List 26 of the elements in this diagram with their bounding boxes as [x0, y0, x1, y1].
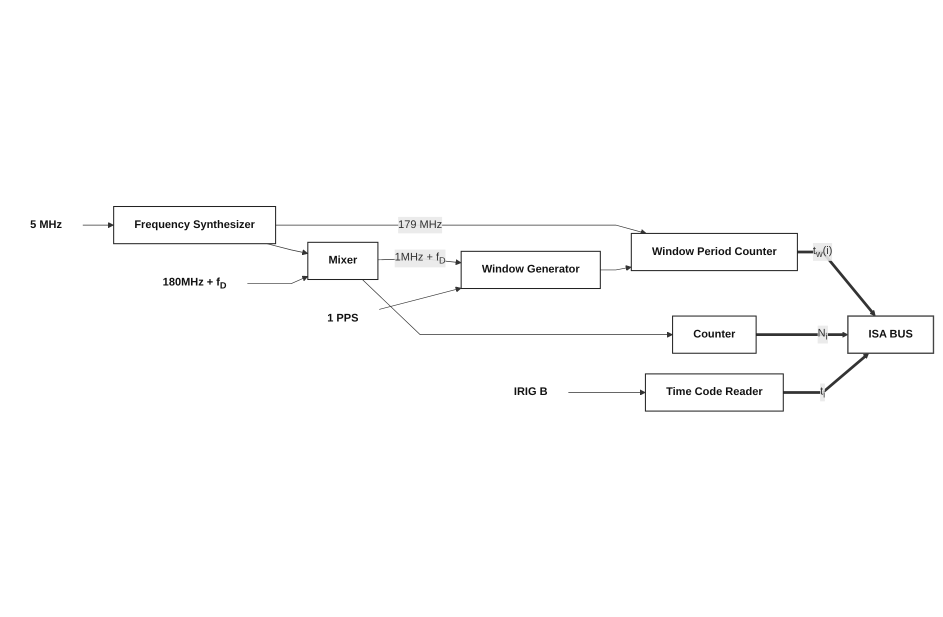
arrow — [378, 286, 462, 310]
node-text: 5 MHz — [30, 218, 62, 230]
arrow — [266, 243, 308, 255]
arrow — [797, 250, 876, 316]
node-box: Frequency Synthesizer — [113, 206, 276, 244]
node-box: Window Period Counter — [630, 232, 798, 271]
arrow — [568, 389, 646, 396]
arrow — [82, 222, 114, 228]
node-box: Mixer — [307, 242, 378, 280]
arrow — [362, 278, 673, 338]
node-box: Window Generator — [460, 250, 601, 289]
node-text: IRIG B — [514, 386, 548, 398]
arrow — [756, 331, 848, 338]
node-box: Counter — [672, 315, 757, 354]
arrow — [246, 275, 308, 284]
edge-label: 1MHz + f$_{D}$ — [394, 251, 446, 266]
arrow — [783, 352, 870, 394]
node-box: ISA BUS — [847, 315, 934, 354]
node-text: 1 PPS — [327, 312, 358, 324]
node-text: 180MHz + f$_{D}$ — [162, 276, 227, 290]
edge-label: N$_{i}$ — [818, 327, 828, 342]
arrow — [600, 264, 632, 271]
edge-label: 179 MHz — [398, 218, 442, 230]
edge-label: t$_{w}$(i) — [812, 244, 832, 259]
edge-label: t$_{i}$ — [820, 385, 826, 400]
node-box: Time Code Reader — [644, 373, 784, 412]
